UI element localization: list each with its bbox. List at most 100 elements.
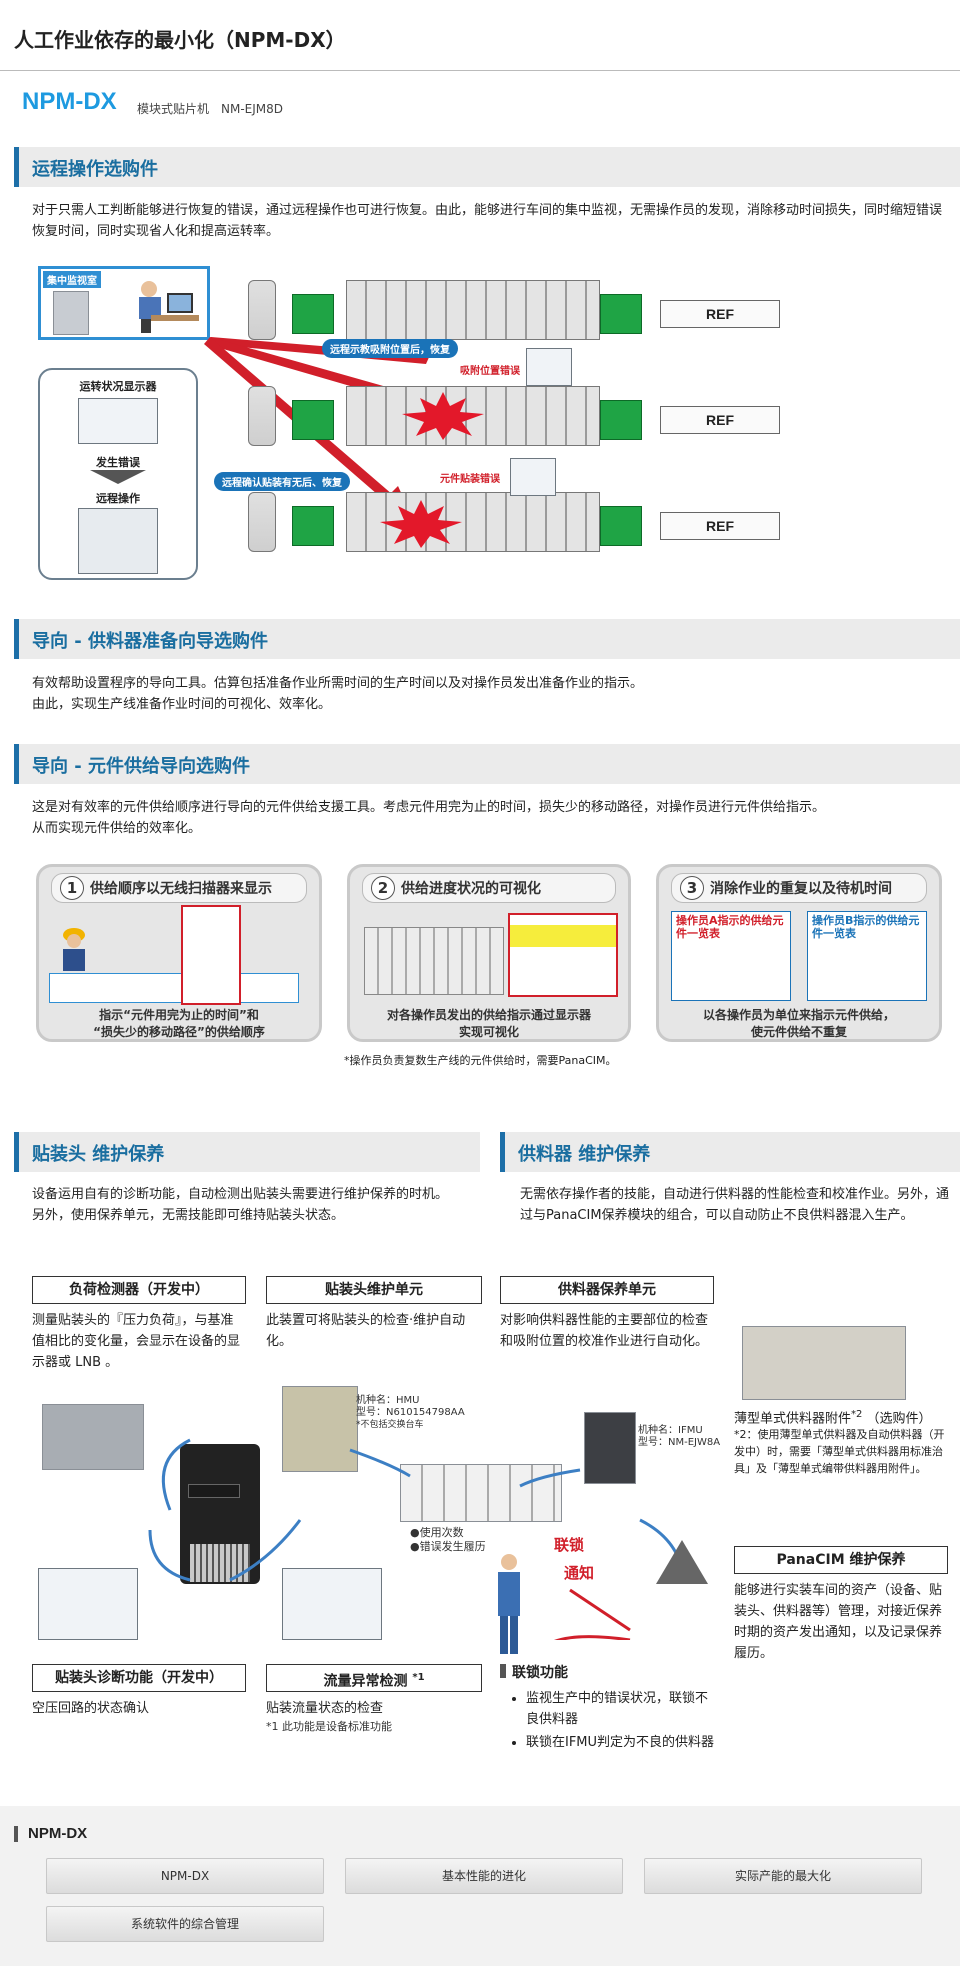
head-image xyxy=(180,1444,260,1584)
interlock-marker xyxy=(500,1664,506,1678)
list-item: 联锁在IFMU判定为不良的供料器 xyxy=(526,1732,716,1753)
feeder-guide-line-2: 由此，实现生产线准备作业时间的可视化、效率化。 xyxy=(32,697,332,712)
operator-at-desk-image xyxy=(121,275,201,335)
interlock-list: 监视生产中的错误状况，联锁不良供料器 联锁在IFMU判定为不良的供料器 xyxy=(526,1688,716,1753)
worker-a-list: 操作员A指示的供给元件一览表 xyxy=(671,911,791,1001)
load-detector-title: 负荷检测器（开发中） xyxy=(32,1276,246,1304)
remote-description: 对于只需人工判断能够进行恢复的错误，通过远程操作也可进行恢复。由此，能够进行车间… xyxy=(32,203,943,239)
load-detector-text: 测量贴装头的『压力负荷』，与基准值相比的变化量，会显示在设备的显示器或 LNB … xyxy=(32,1313,241,1370)
progress-table-screen xyxy=(508,913,618,997)
error-history: ●错误发生履历 xyxy=(410,1540,486,1553)
monitor-panel: 运转状况显示器 发生错误 远程操作 xyxy=(38,368,198,580)
warning-icon xyxy=(656,1540,708,1584)
pick-error-screen xyxy=(526,348,572,386)
worker-b-list: 操作员B指示的供给元件一览表 xyxy=(807,911,927,1001)
nav-button-npm-dx[interactable]: NPM-DX xyxy=(46,1858,324,1894)
flow-note: *1 此功能是设备标准功能 xyxy=(266,1720,392,1733)
operator-icon xyxy=(492,1552,526,1656)
parts-guide-line-2: 从而实现元件供给的效率化。 xyxy=(32,821,202,836)
remote-screen-image xyxy=(78,508,158,574)
control-room-panel: 集中监视室 xyxy=(38,266,210,340)
step-card-3: 3 消除作业的重复以及待机时间 操作员A指示的供给元件一览表 操作员B指示的供给元… xyxy=(656,864,942,1042)
head-maint-text: 设备运用自有的诊断功能，自动检测出贴装头需要进行维护保养的时机。另外，使用保养单… xyxy=(32,1187,449,1223)
line-diagram xyxy=(49,973,299,1003)
ifmu-model: 型号：NM-EJW8A xyxy=(638,1437,721,1448)
error-burst-icon xyxy=(380,500,462,548)
line-machines-image xyxy=(400,1464,562,1522)
server-image xyxy=(53,291,89,335)
section-heading-feeder-guide: 导向 - 供料器准备向导选购件 xyxy=(14,619,960,659)
step-card-2: 2 供给进度状况的可视化 对各操作员发出的供给指示通过显示器 实现可视化 xyxy=(347,864,631,1042)
thin-feeder-title: 薄型单式供料器附件*2 （选购件） xyxy=(734,1409,932,1427)
step-number: 3 xyxy=(680,876,704,900)
nav-button-system-software[interactable]: 系统软件的综合管理 xyxy=(46,1906,324,1942)
flow-text: 贴装流量状态的检查 xyxy=(266,1701,384,1716)
hmu-model: 型号：N610154798AA xyxy=(356,1407,465,1418)
thin-feeder-image xyxy=(742,1326,906,1400)
section-heading-head-maintenance: 贴装头 维护保养 xyxy=(14,1132,480,1172)
green-unit xyxy=(600,294,642,334)
flow-title: 流量异常检测 *1 xyxy=(266,1664,482,1692)
scanner-screen xyxy=(181,905,241,1005)
hmu-note: *不包括交换台车 xyxy=(356,1420,424,1430)
line-image xyxy=(364,927,504,995)
model-name: NPM-DX xyxy=(22,88,117,115)
step-title: 供给进度状况的可视化 xyxy=(401,881,541,897)
title-divider xyxy=(0,70,960,71)
worker-icon xyxy=(57,927,91,971)
section-heading-parts-guide: 导向 - 元件供给导向选购件 xyxy=(14,744,960,784)
flow-check-screen xyxy=(282,1568,382,1640)
panacim-text: 能够进行实装车间的资产（设备、贴装头、供料器等）管理，对接近保养时期的资产发出通… xyxy=(734,1583,943,1661)
error-occurs-label: 发生错误 xyxy=(96,456,140,469)
error-burst-icon xyxy=(402,392,484,440)
nav-button-basic-performance[interactable]: 基本性能的进化 xyxy=(345,1858,623,1894)
feeder-maint-text: 无需依存操作者的技能，自动进行供料器的性能检查和校准作业。另外，通过与PanaC… xyxy=(520,1187,950,1223)
step-caption-2: 使元件供给不重复 xyxy=(750,1025,847,1039)
step-caption-2: “损失少的移动路径”的供给顺序 xyxy=(93,1025,265,1039)
footer-marker xyxy=(14,1826,18,1842)
section-title: 贴装头 维护保养 xyxy=(32,1144,165,1165)
head-diagnosis-screen xyxy=(38,1568,138,1640)
step-number: 2 xyxy=(371,876,395,900)
section-title: 供料器 维护保养 xyxy=(518,1144,651,1165)
head-unit-text: 此装置可将贴装头的检查·维护自动化。 xyxy=(266,1313,466,1349)
section-title: 导向 - 供料器准备向导选购件 xyxy=(32,631,269,652)
section-heading-remote: 运程操作选购件 xyxy=(14,147,960,187)
page-title: 人工作业依存的最小化（NPM-DX） xyxy=(14,28,346,52)
green-unit xyxy=(600,506,642,546)
head-unit-title: 贴装头维护单元 xyxy=(266,1276,482,1304)
step-caption-2: 实现可视化 xyxy=(458,1025,519,1039)
section-title: 导向 - 元件供给导向选购件 xyxy=(32,756,251,777)
section-title: 运程操作选购件 xyxy=(32,159,158,180)
control-room-label: 集中监视室 xyxy=(43,271,101,288)
pick-error-label: 吸附位置错误 xyxy=(460,366,520,377)
nav-button-productivity[interactable]: 实际产能的最大化 xyxy=(644,1858,922,1894)
remote-teach-label: 远程示教吸附位置后，恢复 xyxy=(322,339,458,358)
down-arrow-icon xyxy=(90,470,146,484)
ifmu-image xyxy=(584,1412,636,1484)
cycle-arrows xyxy=(148,1438,686,1640)
load-detector-image xyxy=(42,1404,144,1470)
feeder-unit-text: 对影响供料器性能的主要部位的检查和吸附位置的校准作业进行自动化。 xyxy=(500,1313,709,1349)
feeder-unit-title: 供料器保养单元 xyxy=(500,1276,714,1304)
thin-feeder-note: *2：使用薄型单式供料器及自动供料器（开发中）时，需要「薄型单式供料器用标准治具… xyxy=(734,1428,945,1475)
status-display-label: 运转状况显示器 xyxy=(79,380,157,393)
step-title: 消除作业的重复以及待机时间 xyxy=(710,881,892,897)
status-screen-image xyxy=(78,398,158,444)
step-caption-1: 对各操作员发出的供给指示通过显示器 xyxy=(386,1008,591,1022)
interlock-title: 联锁功能 xyxy=(512,1665,568,1681)
mount-error-screen xyxy=(510,458,556,496)
hmu-name: 机种名：HMU xyxy=(356,1395,420,1406)
ref-box-1: REF xyxy=(660,300,780,328)
head-diag-text: 空压回路的状态确认 xyxy=(32,1701,150,1716)
step-number: 1 xyxy=(60,876,84,900)
ifmu-name: 机种名：IFMU xyxy=(638,1425,703,1436)
ref-box-3: REF xyxy=(660,512,780,540)
remote-op-label: 远程操作 xyxy=(96,492,140,505)
parts-guide-line-1: 这是对有效率的元件供给顺序进行导向的元件供给支援工具。考虑元件用完为止的时间，损… xyxy=(32,800,826,815)
feeder-guide-line-1: 有效帮助设置程序的导向工具。估算包括准备作业所需时间的生产时间以及对操作员发出准… xyxy=(32,676,644,691)
hmu-image xyxy=(282,1386,358,1472)
mount-error-label: 元件贴装错误 xyxy=(440,474,500,485)
step-title: 供给顺序以无线扫描器来显示 xyxy=(90,881,272,897)
panacim-title: PanaCIM 维护保养 xyxy=(734,1546,948,1574)
